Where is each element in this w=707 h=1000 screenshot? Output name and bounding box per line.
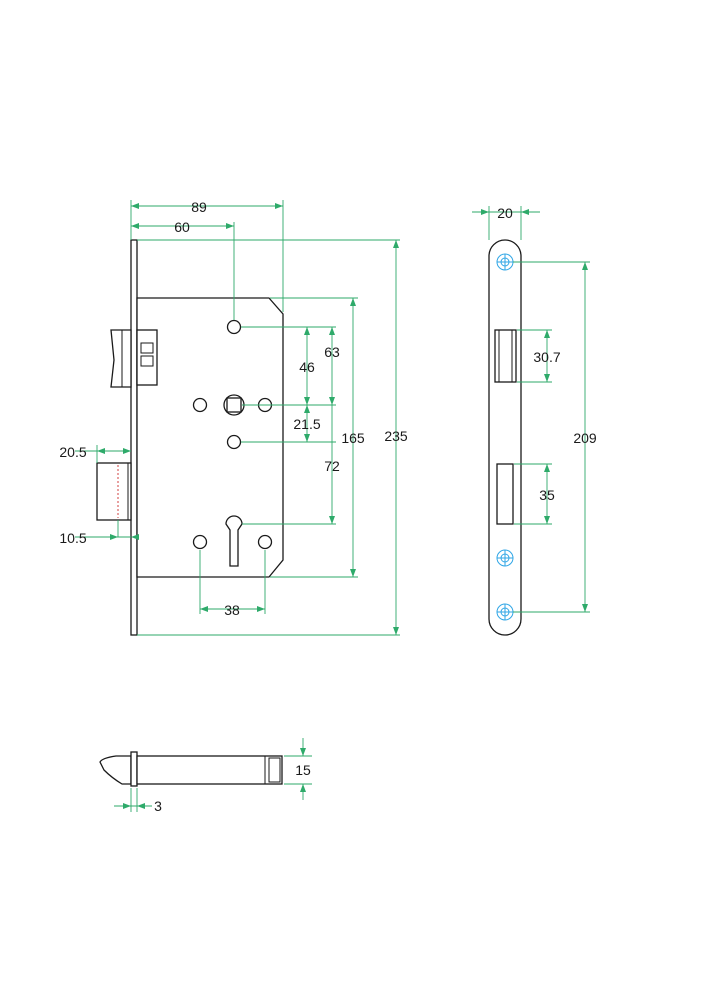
dim-latch-thickness: 15: [295, 762, 311, 778]
dim-strike-lower-cutout: 35: [539, 487, 555, 503]
faceplate: [130, 239, 138, 636]
dim-latch-offset: 10.5: [59, 530, 86, 546]
dim-lockcase-height: 165: [341, 430, 365, 446]
dim-strike-width: 20: [497, 205, 513, 221]
lower-hole: [226, 434, 242, 450]
lock-front-view: [96, 239, 284, 636]
strike-plate-outline: [488, 239, 522, 636]
left-fixing-hole: [192, 397, 208, 413]
side-latch-bevel: [99, 755, 132, 785]
upper-latch: [110, 329, 158, 388]
strike-screw-bottom: [496, 603, 514, 621]
lock-side-view: [99, 751, 283, 787]
strike-plate: [488, 239, 522, 636]
side-lock-body: [136, 755, 283, 785]
dim-fixing-spacing: 38: [224, 602, 240, 618]
dim-follower-to-hole: 21.5: [293, 416, 320, 432]
dim-body-width: 89: [191, 199, 207, 215]
dim-strike-upper-cutout: 30.7: [533, 349, 560, 365]
strike-screw-top: [496, 253, 514, 271]
latch-bolt: [96, 462, 132, 521]
strike-screw-middle: [496, 549, 514, 567]
dim-faceplate-thickness: 3: [154, 798, 162, 814]
dim-hole-spacing-mid: 46: [299, 359, 315, 375]
strike-lower-cutout: [496, 463, 514, 525]
dim-centre-distance: 72: [324, 458, 340, 474]
side-dimensions: 15 3: [114, 738, 312, 814]
lock-case: [136, 297, 284, 578]
dim-latch-throw: 20.5: [59, 444, 86, 460]
cylinder-fixing-left: [192, 534, 208, 550]
strike-upper-cutout: [494, 329, 517, 383]
upper-fixing-hole: [226, 319, 242, 335]
side-faceplate: [130, 751, 138, 787]
dim-backset: 60: [174, 219, 190, 235]
front-dimensions: 89 60 235 165 63 46: [59, 199, 408, 636]
dim-hole-spacing-upper: 63: [324, 344, 340, 360]
dim-strike-screw-spacing: 209: [573, 430, 597, 446]
dim-faceplate-height: 235: [384, 428, 408, 444]
cylinder-fixing-right: [257, 534, 273, 550]
euro-cylinder-cutout: [225, 515, 243, 567]
strike-dimensions: 20 30.7 35 209: [472, 205, 597, 613]
